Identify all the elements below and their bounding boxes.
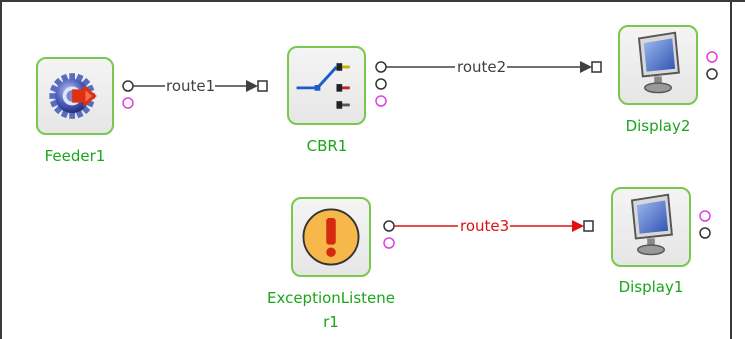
- route3-connection[interactable]: route3: [394, 217, 584, 235]
- cbr1-node[interactable]: [287, 46, 366, 125]
- canvas-border-right: [730, 0, 732, 339]
- route2-connection[interactable]: route2: [386, 58, 592, 76]
- display1-error-port[interactable]: [699, 210, 711, 222]
- cbr1-in-port[interactable]: [257, 80, 268, 92]
- display2-out-port[interactable]: [706, 68, 718, 80]
- display1-out-port[interactable]: [699, 227, 711, 239]
- feeder1-error-port[interactable]: [122, 97, 134, 109]
- exception-listener1-node[interactable]: [291, 197, 371, 277]
- exception-listener1-error-port[interactable]: [383, 237, 395, 249]
- monitor-icon: [637, 31, 680, 94]
- display2-label: Display2: [625, 117, 691, 135]
- exception-listener1-out-port[interactable]: [383, 220, 395, 232]
- route1-connection[interactable]: route1: [133, 77, 258, 95]
- route1-label: route1: [166, 77, 215, 95]
- exclamation-icon: [302, 208, 360, 266]
- exception-listener1-label-line2: r1: [323, 313, 339, 331]
- display1-in-port[interactable]: [583, 220, 594, 232]
- feeder1-node[interactable]: [36, 57, 114, 135]
- exception-listener1-label: ExceptionListene r1: [231, 286, 431, 334]
- cbr1-out-port-2[interactable]: [375, 78, 387, 90]
- route2-label: route2: [457, 58, 506, 76]
- cbr1-error-port[interactable]: [375, 95, 387, 107]
- exception-listener1-label-line1: ExceptionListene: [266, 289, 395, 307]
- cbr1-label: CBR1: [306, 137, 348, 155]
- display2-error-port[interactable]: [706, 51, 718, 63]
- monitor-icon: [630, 193, 673, 256]
- canvas-border-left: [0, 0, 2, 339]
- canvas-border-top: [0, 0, 745, 2]
- feeder-gear-icon: [49, 73, 97, 119]
- feeder1-label: Feeder1: [44, 147, 106, 165]
- display2-in-port[interactable]: [591, 61, 602, 73]
- cbr1-out-port-1[interactable]: [375, 61, 387, 73]
- display2-node[interactable]: [618, 25, 698, 105]
- router-switch-icon: [296, 63, 350, 109]
- feeder1-out-port[interactable]: [122, 80, 134, 92]
- route3-label: route3: [460, 217, 509, 235]
- display1-label: Display1: [618, 278, 684, 296]
- display1-node[interactable]: [611, 187, 691, 267]
